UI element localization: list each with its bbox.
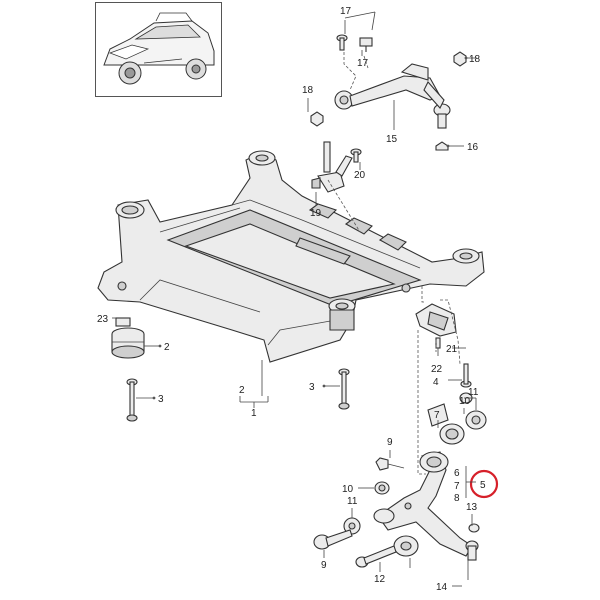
leader-lines xyxy=(112,11,477,587)
callout-15[interactable]: 15 xyxy=(386,134,398,145)
subframe-part xyxy=(97,150,485,363)
level-sensor-part xyxy=(311,141,362,193)
callout-21[interactable]: 21 xyxy=(446,344,458,355)
suv-icon xyxy=(103,12,215,85)
callout-11[interactable]: 11 xyxy=(347,496,358,507)
rubber-mount-part xyxy=(111,317,145,359)
callout-2[interactable]: 2 xyxy=(164,342,170,353)
callout-13[interactable]: 13 xyxy=(466,502,478,513)
callout-4[interactable]: 4 xyxy=(433,377,439,388)
upper-control-arm-part xyxy=(334,63,451,129)
callout-18[interactable]: 18 xyxy=(469,54,481,65)
lower-control-arm-part xyxy=(373,451,479,561)
callout-17[interactable]: 17 xyxy=(340,6,352,17)
bolt-part xyxy=(338,368,350,410)
callout-5[interactable]: 5 xyxy=(480,480,486,491)
callout-11[interactable]: 11 xyxy=(468,387,479,398)
callout-7[interactable]: 7 xyxy=(434,410,440,421)
callouts: 1 2 2 3 3 4 6 7 7 8 9 9 10 10 11 11 12 1… xyxy=(97,6,499,593)
callout-10[interactable]: 10 xyxy=(342,484,354,495)
bracket-part xyxy=(415,303,472,388)
nut-part xyxy=(310,51,467,151)
callout-16[interactable]: 16 xyxy=(467,142,479,153)
callout-2[interactable]: 2 xyxy=(239,385,245,396)
callout-10[interactable]: 10 xyxy=(459,396,471,407)
callout-23[interactable]: 23 xyxy=(97,314,109,325)
callout-7[interactable]: 7 xyxy=(454,481,460,492)
bolt-part xyxy=(126,378,138,422)
callout-22[interactable]: 22 xyxy=(431,364,443,375)
callout-1[interactable]: 1 xyxy=(251,408,257,419)
callout-9[interactable]: 9 xyxy=(387,437,393,448)
callout-14[interactable]: 14 xyxy=(436,582,448,593)
callout-12[interactable]: 12 xyxy=(374,574,386,585)
vehicle-thumbnail xyxy=(95,2,222,97)
callout-3[interactable]: 3 xyxy=(309,382,315,393)
bolt-part xyxy=(313,457,480,568)
callout-3[interactable]: 3 xyxy=(158,394,164,405)
bushing-part xyxy=(343,392,487,557)
callout-20[interactable]: 20 xyxy=(354,170,366,181)
callout-8[interactable]: 8 xyxy=(454,493,460,504)
callout-17[interactable]: 17 xyxy=(357,58,369,69)
callout-19[interactable]: 19 xyxy=(310,208,322,219)
callout-18[interactable]: 18 xyxy=(302,85,314,96)
callout-6[interactable]: 6 xyxy=(454,468,460,479)
callout-9[interactable]: 9 xyxy=(321,560,327,571)
highlight-circle xyxy=(469,469,499,499)
bolt-part xyxy=(336,34,373,52)
